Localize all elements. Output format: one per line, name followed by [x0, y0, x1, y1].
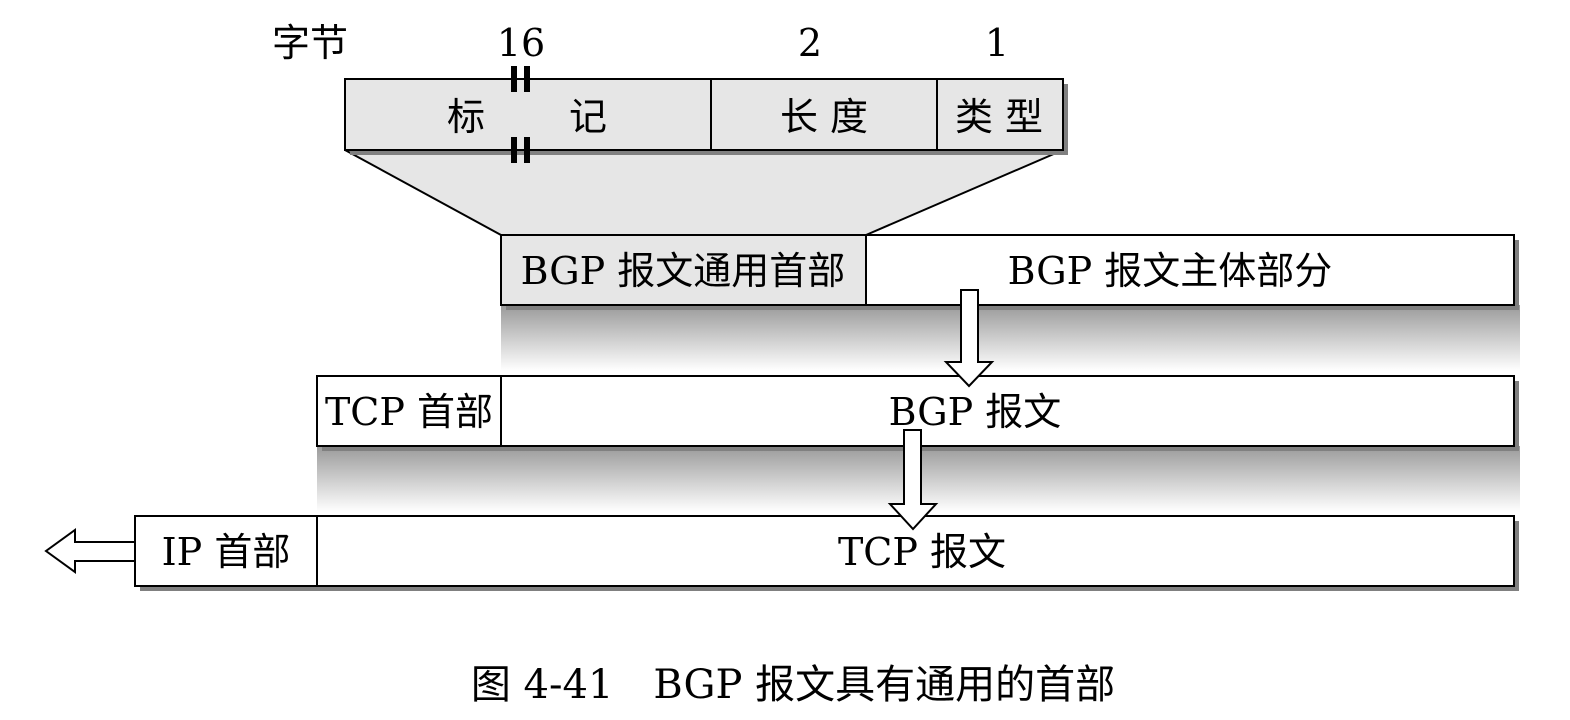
- field-size-type: 1: [985, 21, 1009, 65]
- field-label-marker-1: 标: [447, 95, 485, 139]
- tcp-payload-box: [500, 375, 1515, 447]
- break-mark-top: [511, 66, 530, 92]
- bytes-label: 字节: [272, 21, 348, 65]
- funnel-left-edge: [344, 149, 502, 236]
- ip-payload-label: TCP 报文: [838, 530, 1006, 574]
- field-size-length: 2: [798, 21, 822, 65]
- field-size-marker: 16: [497, 21, 545, 65]
- break-mark-bottom: [511, 137, 530, 163]
- bgp-row-fade: [501, 305, 1520, 371]
- down-arrow-tcp-to-ip: [887, 429, 939, 531]
- tcp-header-label: TCP 首部: [325, 390, 493, 434]
- tcp-payload-label: BGP 报文: [889, 390, 1062, 434]
- field-label-marker-2: 记: [569, 95, 607, 139]
- header-fields-box: [344, 78, 1064, 151]
- ip-header-label: IP 首部: [162, 530, 291, 574]
- bgp-body-label: BGP 报文主体部分: [1008, 249, 1333, 293]
- down-arrow-bgp-to-tcp: [943, 289, 995, 388]
- left-arrow-ip-out: [44, 528, 136, 574]
- figure-caption: 图 4-41 BGP 报文具有通用的首部: [471, 662, 1115, 708]
- expansion-funnel: [345, 150, 1063, 235]
- field-label-type: 类 型: [955, 95, 1043, 139]
- bgp-common-header-box: [500, 234, 867, 306]
- funnel-right-edge: [865, 149, 1064, 236]
- field-label-length: 长 度: [780, 95, 868, 139]
- bgp-common-header-label: BGP 报文通用首部: [521, 249, 846, 293]
- tcp-header-box: [316, 375, 502, 447]
